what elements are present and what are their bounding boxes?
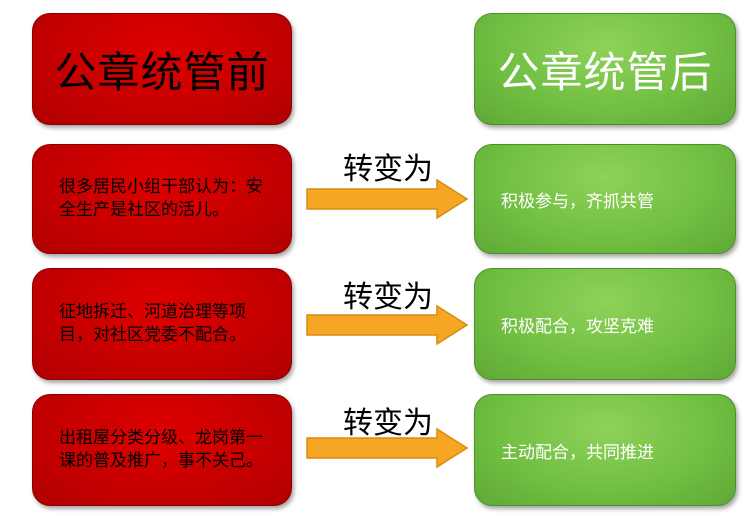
after-text-3: 主动配合，共同推进	[501, 442, 654, 463]
before-header-box: 公章统管前	[32, 13, 292, 125]
before-box-2: 征地拆迁、河道治理等项目，对社区党委不配合。	[32, 268, 292, 380]
before-box-3: 出租屋分类分级、龙岗第一课的普及推广，事不关己。	[32, 394, 292, 506]
before-box-1: 很多居民小组干部认为：安全生产是社区的活儿。	[32, 144, 292, 254]
after-box-2: 积极配合，攻坚克难	[474, 268, 736, 380]
arrow-right-icon-1	[306, 178, 469, 220]
before-text-3: 出租屋分类分级、龙岗第一课的普及推广，事不关己。	[59, 428, 263, 471]
after-text-1: 积极参与，齐抓共管	[501, 191, 654, 212]
transition-label-1: 转变为	[343, 152, 433, 187]
before-header-title: 公章统管前	[54, 47, 270, 97]
arrow-right-icon-3	[306, 427, 469, 469]
arrow-right-icon-2	[306, 304, 469, 346]
after-text-2: 积极配合，攻坚克难	[501, 316, 654, 337]
before-text-1: 很多居民小组干部认为：安全生产是社区的活儿。	[59, 177, 263, 220]
after-header-box: 公章统管后	[474, 13, 736, 125]
after-header-title: 公章统管后	[497, 47, 713, 97]
transition-label-2: 转变为	[343, 280, 433, 315]
before-text-2: 征地拆迁、河道治理等项目，对社区党委不配合。	[59, 302, 246, 345]
after-box-1: 积极参与，齐抓共管	[474, 144, 736, 254]
after-box-3: 主动配合，共同推进	[474, 394, 736, 506]
transition-label-3: 转变为	[343, 406, 433, 441]
